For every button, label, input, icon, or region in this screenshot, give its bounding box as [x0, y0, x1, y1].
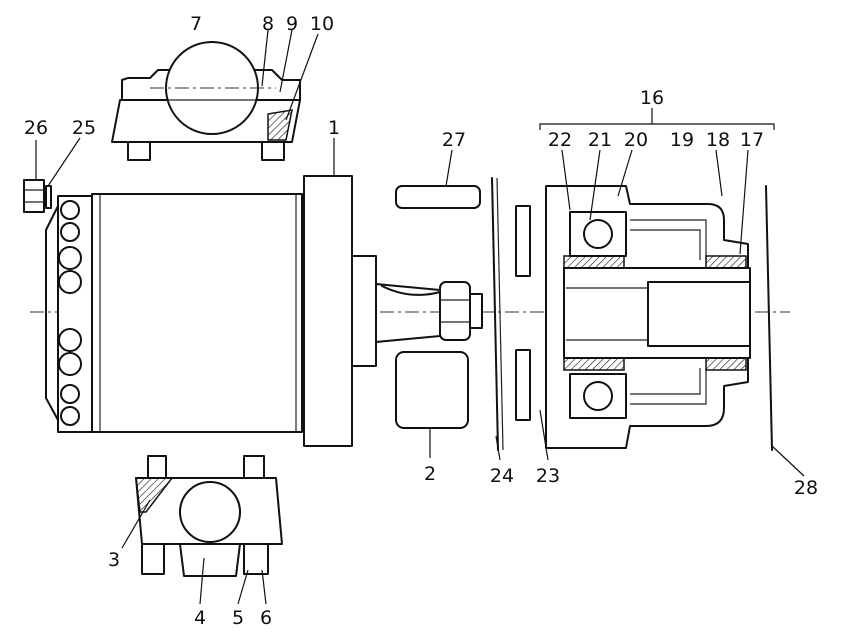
bearing-housing-assembly — [545, 185, 751, 449]
callout-5: 5 — [232, 607, 244, 629]
coupling-block — [395, 351, 469, 429]
callout-4: 4 — [194, 607, 206, 629]
callout-16: 16 — [640, 87, 664, 109]
leader-lines — [35, 29, 805, 605]
upper-clamp-bracket — [111, 41, 301, 161]
callout-17: 17 — [740, 129, 764, 151]
bolt-and-washer — [23, 179, 52, 213]
end-cover-plate — [765, 185, 773, 451]
callout-25: 25 — [72, 117, 96, 139]
output-shaft — [351, 255, 483, 367]
callout-9: 9 — [286, 13, 298, 35]
callout-28: 28 — [794, 477, 818, 499]
callout-24: 24 — [490, 465, 514, 487]
callout-19: 19 — [670, 129, 694, 151]
callout-7: 7 — [190, 13, 202, 35]
callout-23: 23 — [536, 465, 560, 487]
callout-10: 10 — [310, 13, 334, 35]
lower-clamp-bracket — [135, 455, 283, 577]
callout-22: 22 — [548, 129, 572, 151]
callout-2: 2 — [424, 463, 436, 485]
gasket-ring — [491, 177, 504, 451]
callout-21: 21 — [588, 129, 612, 151]
callout-18: 18 — [706, 129, 730, 151]
callout-1: 1 — [328, 117, 340, 139]
callout-20: 20 — [624, 129, 648, 151]
callout-6: 6 — [260, 607, 272, 629]
callout-8: 8 — [262, 13, 274, 35]
shaft-key — [395, 185, 481, 209]
callout-27: 27 — [442, 129, 466, 151]
callout-3: 3 — [108, 549, 120, 571]
adapter-flange — [515, 205, 531, 421]
callout-26: 26 — [24, 117, 48, 139]
motor-housing — [45, 175, 353, 447]
